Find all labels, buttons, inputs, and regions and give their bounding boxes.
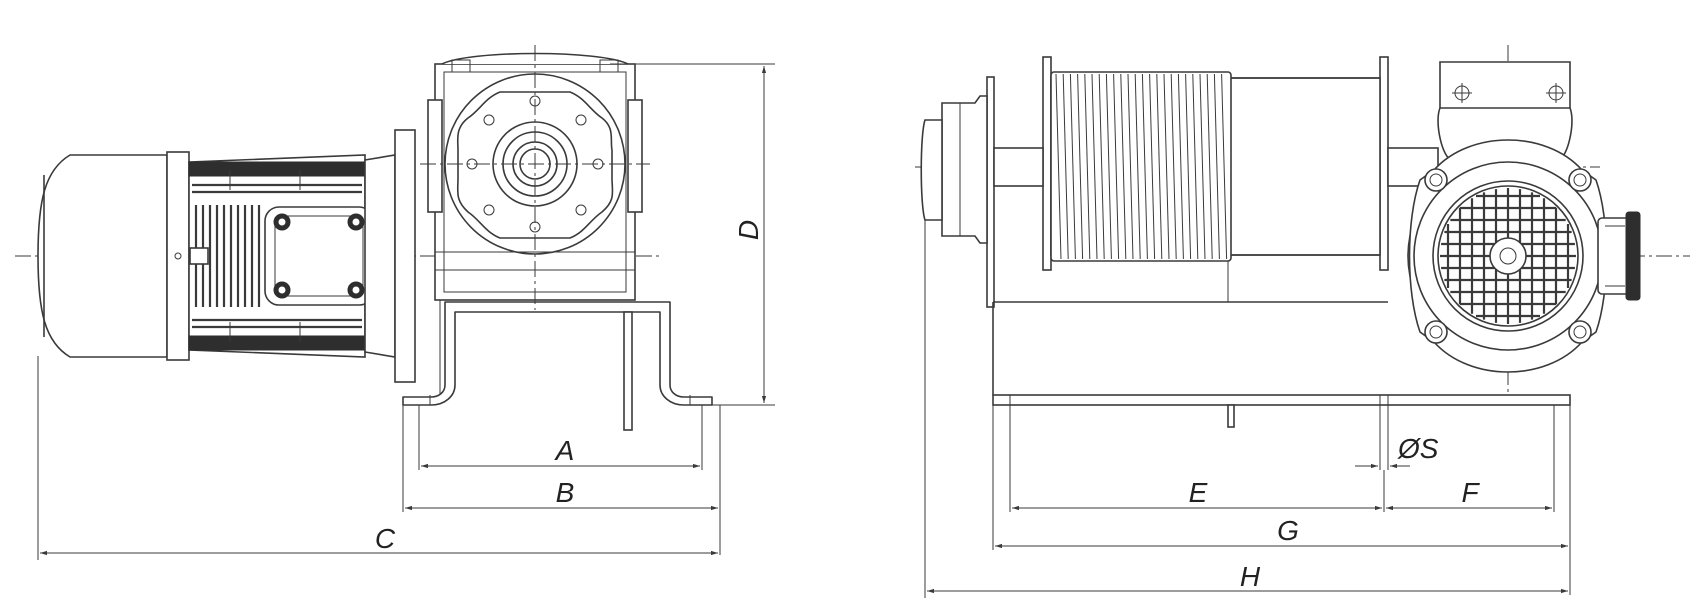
frame-left-plate [986,76,995,308]
label-B: B [556,477,575,508]
rope-wrap [1213,73,1220,260]
dimension-D: D [610,63,775,406]
winch-drum [1050,71,1381,262]
label-H: H [1240,561,1261,592]
front-view: ØS E F G H [915,45,1690,598]
rope-wrap [1105,73,1112,260]
rope-wrap [1156,73,1163,260]
dimension-S: ØS [1355,405,1439,470]
rope-wrap [1055,73,1062,260]
rope-wrap [1062,73,1069,260]
base-plate [992,394,1571,406]
rope-wrap [1127,73,1134,260]
label-G: G [1277,515,1299,546]
label-F: F [1461,477,1480,508]
side-view: D A B C [15,45,775,560]
rope-wrap [1077,73,1084,260]
rope-wrap [1199,73,1206,260]
drum-left-flange [1042,56,1052,271]
rope-wrap [1221,73,1228,260]
drum-rope-wraps [1055,73,1228,260]
rope-wrap [1177,73,1184,260]
dimension-G: G [992,405,1571,595]
rope-wrap [1098,73,1105,260]
motor-flange [394,129,416,383]
gearbox-output-face [420,45,650,310]
rope-wrap [1120,73,1127,260]
label-E: E [1189,477,1208,508]
dimension-H: H [924,220,1568,598]
motor-mount-holes [1424,168,1592,344]
rope-wrap [1170,73,1177,260]
label-S: ØS [1397,433,1439,464]
rope-wrap [1091,73,1098,260]
rope-wrap [1149,73,1156,260]
dimension-C: C [37,356,718,560]
rope-wrap [1206,73,1213,260]
terminal-box [264,206,374,306]
mounting-bracket [402,300,713,431]
motor-front-housing [1407,139,1641,373]
dimension-A: A [418,405,703,470]
rope-wrap [1185,73,1192,260]
gearbox-bolt-holes [466,95,604,233]
motor-end-cap [37,151,190,361]
dimension-B: B [402,405,721,555]
rope-wrap [1163,73,1170,260]
motor-adapter [364,154,396,358]
dimension-F: F [1386,405,1555,512]
label-D: D [733,220,764,240]
label-C: C [375,523,396,554]
rope-wrap [1113,73,1120,260]
shaft-end-hub [920,95,1044,244]
drum-right-flange [1379,56,1389,271]
rope-wrap [1134,73,1141,260]
rope-wrap [1141,73,1148,260]
label-A: A [554,435,575,466]
dimension-E: E [1009,405,1385,512]
rope-wrap [1192,73,1199,260]
rope-wrap [1069,73,1076,260]
rope-wrap [1084,73,1091,260]
